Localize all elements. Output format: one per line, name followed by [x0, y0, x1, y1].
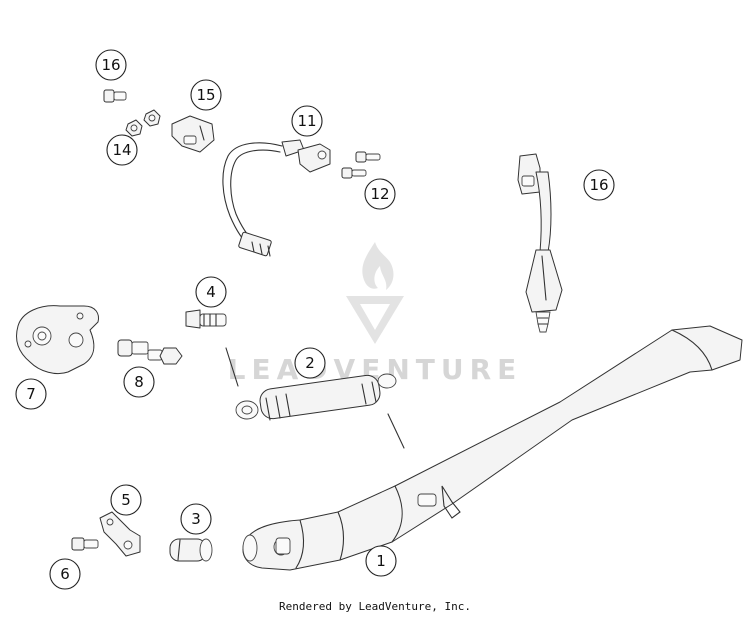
- callout-label: 15: [196, 86, 215, 104]
- callout-label: 12: [370, 185, 389, 203]
- callout-11: 11: [291, 105, 323, 137]
- bracket-part: [99, 511, 141, 557]
- callout-13: 15: [190, 79, 222, 111]
- callout-1: 1: [365, 545, 397, 577]
- bolt-4-part: [185, 309, 227, 329]
- callout-label: 2: [305, 354, 315, 372]
- cable-holder-part: [517, 153, 563, 333]
- callout-label: 6: [60, 565, 70, 583]
- nuts-14-part: [125, 109, 161, 137]
- callout-8: 8: [123, 366, 155, 398]
- flame-icon: [362, 242, 394, 290]
- bolts-8-part: [117, 339, 183, 365]
- callout-3: 3: [180, 503, 212, 535]
- bushing-part: [169, 538, 213, 562]
- callout-7: 7: [15, 378, 47, 410]
- mounting-plate-part: [16, 305, 99, 375]
- screw-15-part: [103, 89, 127, 103]
- leader-line: [387, 413, 405, 449]
- callout-14: 14: [106, 134, 138, 166]
- callout-label: 11: [297, 112, 316, 130]
- callout-label: 14: [112, 141, 131, 159]
- screw-6-part: [71, 537, 99, 551]
- callout-2: 2: [294, 347, 326, 379]
- side-stand-switch-part: [171, 115, 215, 153]
- spring-part: [235, 373, 397, 421]
- callout-label: 16: [589, 176, 608, 194]
- leadventure-watermark: LEADVENTURE: [228, 242, 516, 386]
- footer-credit: Rendered by LeadVenture, Inc.: [278, 600, 472, 613]
- v-logo-icon: [346, 296, 404, 344]
- callout-4: 4: [195, 276, 227, 308]
- side-stand-part: [242, 325, 743, 571]
- wiring-harness-part: [222, 139, 331, 257]
- screws-12-part: [341, 151, 381, 179]
- callout-16: 16: [583, 169, 615, 201]
- callout-label: 16: [101, 56, 120, 74]
- callout-label: 3: [191, 510, 201, 528]
- callout-6: 6: [49, 558, 81, 590]
- callout-15: 16: [95, 49, 127, 81]
- callout-5: 5: [110, 484, 142, 516]
- callout-label: 7: [26, 385, 36, 403]
- callout-label: 4: [206, 283, 216, 301]
- callout-label: 8: [134, 373, 144, 391]
- callout-label: 5: [121, 491, 131, 509]
- callout-12: 12: [364, 178, 396, 210]
- callout-label: 1: [376, 552, 386, 570]
- leader-line: [225, 347, 239, 387]
